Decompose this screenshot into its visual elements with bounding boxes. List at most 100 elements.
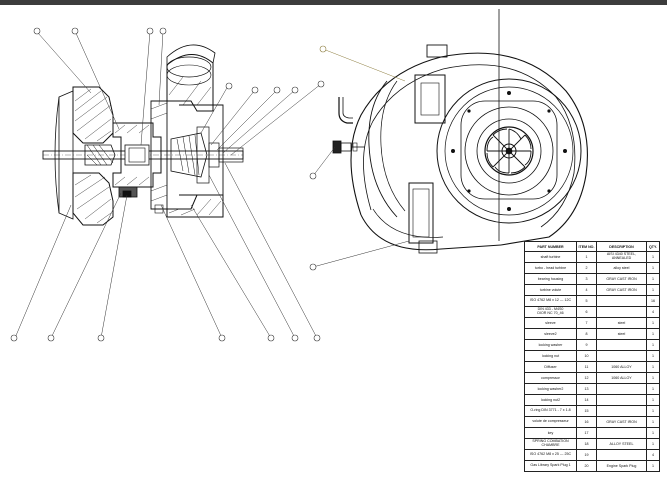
section-view (42, 44, 244, 226)
bom-cell-qty: 1 (646, 460, 660, 472)
bom-cell-qty: 1 (646, 339, 660, 351)
bom-cell-qty: 1 (646, 317, 660, 329)
bom-cell-description (596, 405, 647, 417)
bom-cell-item-no: 14 (576, 394, 597, 406)
drawing-sheet: PART NUMBER ITEM NO. DESCRIPTION QTY. sh… (1, 5, 666, 478)
bom-cell-qty: 1 (646, 273, 660, 285)
bom-cell-item-no: 8 (576, 328, 597, 340)
bom-header-item-no: ITEM NO. (576, 241, 597, 252)
bom-cell-description: GRAY CAST IRON (596, 284, 647, 296)
bom-cell-part-number: key (524, 427, 577, 439)
bom-cell-description: Engine Spark Plug (596, 460, 647, 472)
title-bar (0, 0, 667, 5)
bom-cell-item-no: 6 (576, 306, 597, 318)
bom-cell-part-number: volute de compresseur (524, 416, 577, 428)
bom-cell-description: 1060 ALLOY (596, 372, 647, 384)
bom-cell-description: ALLOY STEEL (596, 438, 647, 450)
bom-cell-qty: 1 (646, 350, 660, 362)
bom-cell-qty: 1 (646, 394, 660, 406)
bom-cell-item-no: 20 (576, 460, 597, 472)
bom-cell-description: GRAY CAST IRON (596, 273, 647, 285)
bom-cell-part-number: ISO 4762 M8 x 25 --- 25C (524, 449, 577, 461)
bom-cell-part-number: compressor (524, 372, 577, 384)
bom-cell-description: AISI 4340 STEEL, ANNEALED (596, 251, 647, 263)
bom-cell-description (596, 350, 647, 362)
bom-cell-qty: 1 (646, 328, 660, 340)
bom-cell-part-number: sleeve (524, 317, 577, 329)
bom-cell-description: GRAY CAST IRON (596, 416, 647, 428)
bom-cell-part-number: bearing housing (524, 273, 577, 285)
bom-cell-qty: 4 (646, 306, 660, 318)
bom-cell-part-number: ISO 4762 M8 x 12 --- 12C (524, 295, 577, 307)
bom-cell-item-no: 10 (576, 350, 597, 362)
bom-cell-qty: 1 (646, 372, 660, 384)
bom-cell-item-no: 13 (576, 383, 597, 395)
bom-header-description: DESCRIPTION (596, 241, 647, 252)
bom-header-row: PART NUMBER ITEM NO. DESCRIPTION QTY. (524, 241, 660, 252)
bom-cell-qty: 1 (646, 427, 660, 439)
bom-cell-part-number: sleeve2 (524, 328, 577, 340)
balloon-callouts-right (309, 45, 410, 271)
bom-cell-item-no: 4 (576, 284, 597, 296)
bom-cell-part-number: O-ring DIN 3771 - 7 x 1.8 (524, 405, 577, 417)
bom-header-part-number: PART NUMBER (524, 241, 577, 252)
bom-header-qty: QTY. (646, 241, 660, 252)
bom-cell-qty: 1 (646, 416, 660, 428)
bom-cell-qty: 16 (646, 295, 660, 307)
bom-cell-qty: 1 (646, 405, 660, 417)
bom-cell-description (596, 394, 647, 406)
bom-cell-item-no: 19 (576, 449, 597, 461)
bom-cell-qty: 1 (646, 438, 660, 450)
balloon-callouts-left (10, 27, 325, 342)
bom-cell-description (596, 449, 647, 461)
bom-cell-description (596, 427, 647, 439)
bom-cell-part-number: shaft turbine (524, 251, 577, 263)
bom-cell-qty: 1 (646, 361, 660, 373)
bom-cell-item-no: 9 (576, 339, 597, 351)
bom-cell-description: alloy steel (596, 262, 647, 274)
bom-cell-part-number: locking nut (524, 350, 577, 362)
bom-cell-qty: 4 (646, 449, 660, 461)
bom-cell-qty: 1 (646, 383, 660, 395)
bom-cell-part-number: Diffuser (524, 361, 577, 373)
bom-cell-description (596, 383, 647, 395)
bom-cell-part-number: turbo - head turbine (524, 262, 577, 274)
front-view (332, 9, 588, 254)
bom-cell-item-no: 7 (576, 317, 597, 329)
bom-cell-description (596, 306, 647, 318)
bom-cell-part-number: locking washer (524, 339, 577, 351)
bom-cell-item-no: 16 (576, 416, 597, 428)
bom-cell-description (596, 339, 647, 351)
bom-cell-part-number: locking washer2 (524, 383, 577, 395)
bom-cell-qty: 1 (646, 262, 660, 274)
bom-cell-qty: 1 (646, 251, 660, 263)
bom-cell-item-no: 1 (576, 251, 597, 263)
bom-cell-item-no: 5 (576, 295, 597, 307)
bom-cell-item-no: 18 (576, 438, 597, 450)
bom-cell-part-number: turbine volute (524, 284, 577, 296)
bom-cell-description: steel (596, 328, 647, 340)
bom-cell-description: steel (596, 317, 647, 329)
bom-cell-item-no: 12 (576, 372, 597, 384)
bom-cell-item-no: 17 (576, 427, 597, 439)
bom-cell-qty: 1 (646, 284, 660, 296)
